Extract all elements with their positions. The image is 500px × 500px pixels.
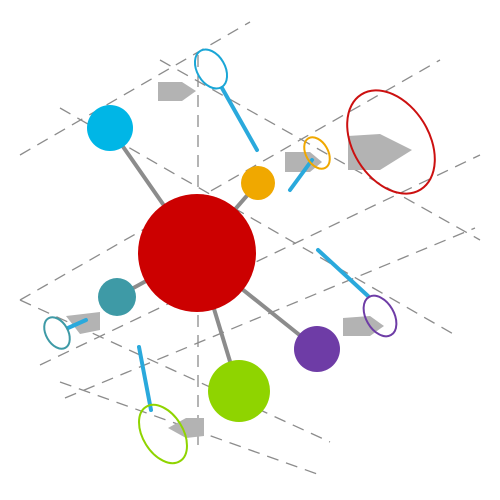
ring-green[interactable]	[129, 396, 197, 471]
node-teal[interactable]	[98, 278, 136, 316]
grid-line	[39, 154, 481, 366]
handle-line	[137, 345, 153, 412]
ring-orange[interactable]	[299, 133, 335, 173]
grid-lines	[19, 21, 481, 476]
handle-line	[316, 248, 370, 298]
arrow-marker	[158, 82, 196, 101]
arrow-marker	[168, 418, 204, 438]
handle-line	[220, 86, 259, 152]
grid-line	[19, 21, 251, 156]
ring-teal[interactable]	[39, 313, 75, 353]
node-orange[interactable]	[241, 166, 275, 200]
nodes	[87, 105, 340, 422]
arrow-marker	[348, 134, 412, 170]
handle-lines	[66, 86, 370, 412]
node-green[interactable]	[208, 360, 270, 422]
grid-line	[19, 299, 331, 443]
node-purple[interactable]	[294, 326, 340, 372]
grid-line	[19, 59, 441, 301]
ring-cyan[interactable]	[188, 44, 233, 94]
grid-line	[59, 381, 321, 476]
handle-line	[288, 158, 314, 192]
hub-node[interactable]	[138, 194, 256, 312]
ring-purple[interactable]	[357, 290, 403, 342]
grid-line	[159, 59, 481, 241]
selection-rings	[39, 44, 453, 471]
ring-highlight[interactable]	[329, 74, 453, 209]
arrow-marker	[285, 152, 322, 172]
node-cyan[interactable]	[87, 105, 133, 151]
handle-line	[66, 318, 88, 330]
grid-line	[59, 107, 456, 336]
